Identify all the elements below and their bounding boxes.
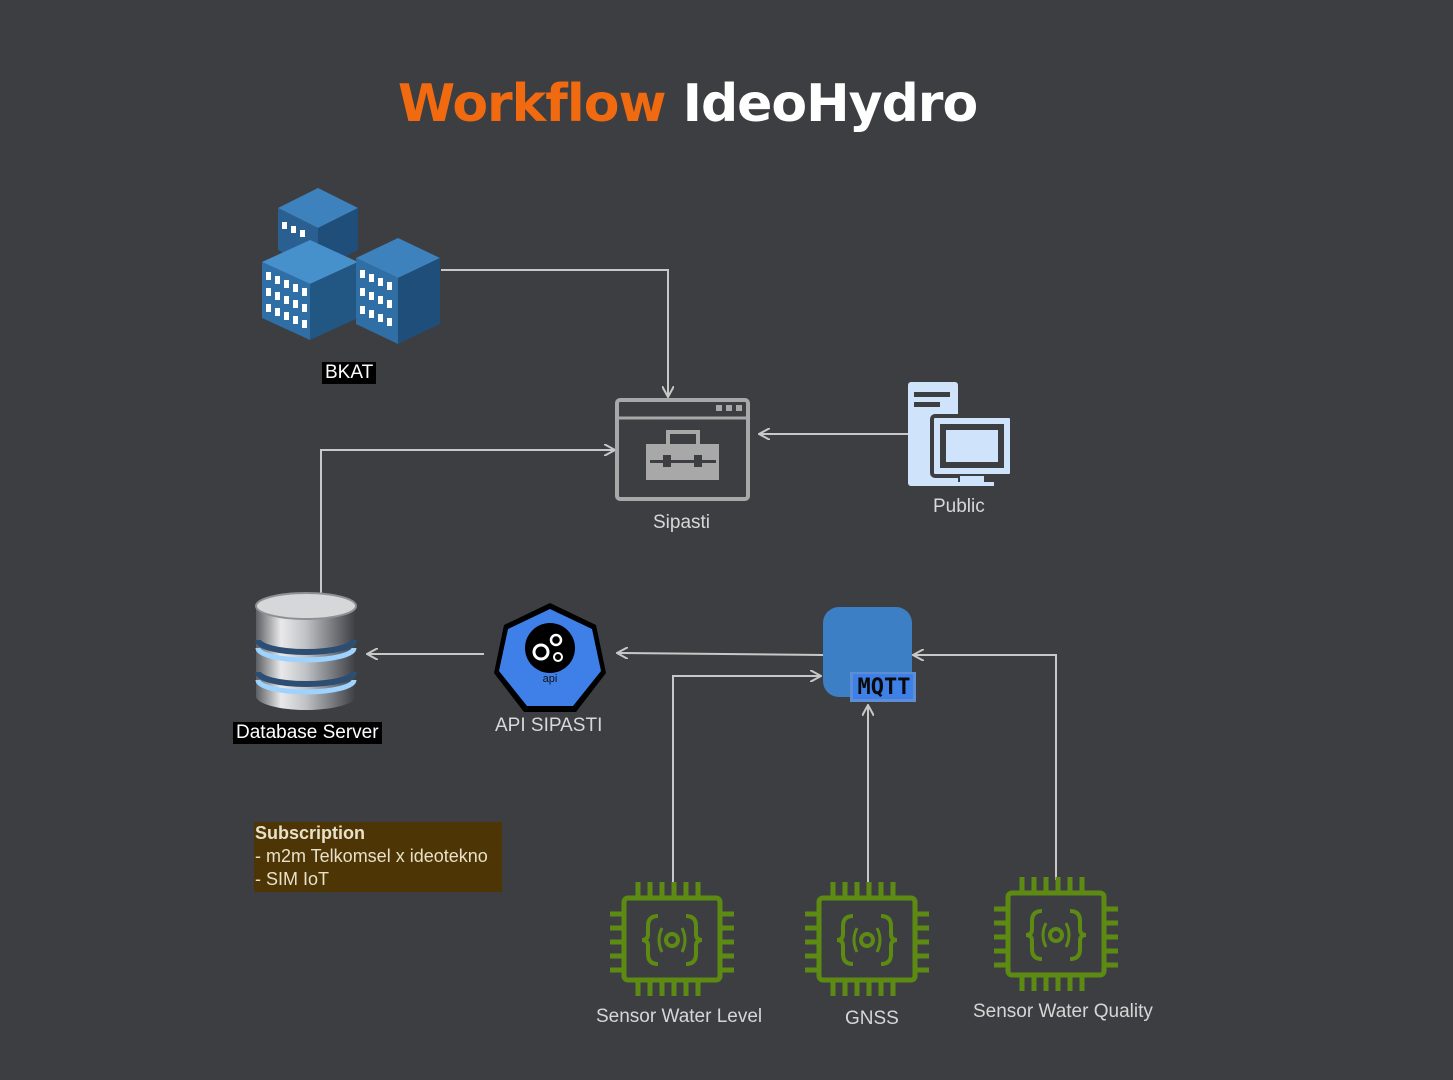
title-workflow: Workflow (397, 74, 667, 134)
sensor-quality-label: Sensor Water Quality (973, 1001, 1153, 1022)
subscription-note: Subscription - m2m Telkomsel x ideotekno… (254, 822, 502, 892)
database-icon (255, 592, 357, 710)
public-label: Public (933, 496, 985, 517)
connector-mqtt-api (618, 653, 824, 655)
sensor-level-label: Sensor Water Level (596, 1006, 763, 1027)
gnss-chip-icon (805, 882, 929, 996)
database-label: Database Server (233, 722, 382, 744)
title-ideohydro: IdeoHydro (682, 74, 979, 134)
sipasti-label: Sipasti (653, 512, 711, 533)
note-line-1: - m2m Telkomsel x ideotekno (255, 846, 488, 866)
gnss-label: GNSS (845, 1008, 899, 1029)
connectors (320, 269, 1057, 885)
sensor-quality-chip-icon (994, 877, 1118, 991)
sipasti-window-icon (615, 398, 750, 501)
api-label: API SIPASTI (495, 715, 603, 736)
mqtt-text: MQTT (858, 675, 911, 700)
sensor-level-chip-icon (610, 882, 734, 996)
note-line-2: - SIM IoT (255, 869, 330, 889)
api-badge-text: api (543, 673, 558, 685)
connector-bkat-sipasti (441, 269, 668, 396)
connector-db-sipasti (320, 450, 614, 596)
buildings-icon (262, 188, 440, 344)
connector-level-mqtt (672, 676, 820, 885)
diagram-title: Workflow IdeoHydro (0, 74, 1375, 134)
connector-quality-mqtt (914, 655, 1057, 880)
public-computer-icon (908, 382, 1014, 486)
note-heading: Subscription (255, 823, 366, 843)
api-icon: api (494, 603, 606, 712)
bkat-label: BKAT (322, 362, 377, 384)
mqtt-icon: MQTT (823, 607, 916, 702)
